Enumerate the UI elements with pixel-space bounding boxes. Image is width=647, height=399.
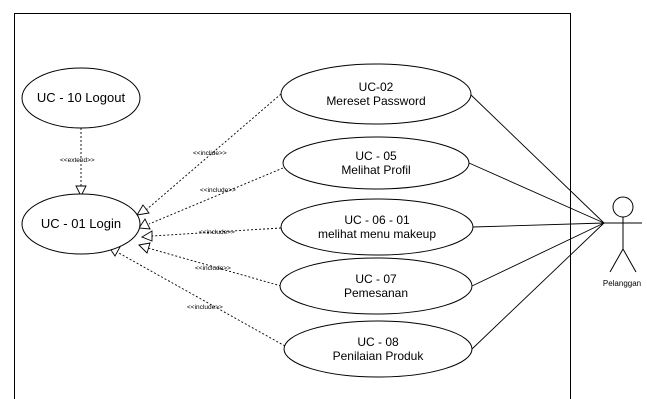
use-case-login[interactable] [21, 193, 141, 255]
include-label-uc02: <<inclide>> [193, 150, 227, 157]
use-case-uc05[interactable] [282, 136, 470, 190]
use-case-uc0601[interactable] [280, 198, 474, 256]
use-case-uc07-title: Pemesanan [344, 286, 408, 300]
actor-label: Pelanggan [603, 279, 641, 288]
assoc-line-uc05 [468, 162, 605, 224]
include-label-uc07: <<include>> [195, 265, 231, 272]
assoc-line-uc02 [469, 93, 605, 224]
use-case-uc0601-code: UC - 06 - 01 [344, 213, 410, 227]
actor-head-icon [612, 196, 634, 218]
include-label-uc08: <<include>> [187, 304, 223, 311]
use-case-uc08-title: Penilaian Produk [333, 349, 425, 363]
include-label-uc0601: <<include>> [199, 229, 235, 236]
assoc-line-uc07 [471, 222, 605, 287]
use-case-uc08[interactable] [283, 320, 473, 378]
use-case-uc05-title: Melihat Profil [341, 163, 410, 177]
system-boundary [14, 13, 571, 399]
include-arrowhead-uc0601 [140, 230, 153, 242]
include-line-uc02 [145, 93, 282, 211]
extend-label: <<extend>> [60, 157, 95, 164]
use-case-uc0601-title: melihat menu makeup [318, 227, 436, 241]
include-line-uc07 [147, 247, 282, 287]
actor-left-leg [609, 248, 624, 273]
use-case-uc07[interactable] [279, 257, 473, 315]
use-case-logout-label: UC - 10 Logout [37, 90, 126, 105]
assoc-line-uc08 [471, 222, 605, 350]
use-case-uc02-title: Mereset Password [326, 94, 425, 108]
include-label-uc05: <<include>> [200, 187, 236, 194]
use-case-uc02[interactable] [280, 63, 472, 125]
include-arrowhead-uc07 [138, 242, 151, 254]
use-case-logout[interactable] [21, 67, 141, 129]
use-case-login-label: UC - 01 Login [41, 216, 121, 231]
include-line-uc0601 [151, 227, 282, 237]
use-case-uc07-code: UC - 07 [355, 272, 397, 286]
include-arrowhead-uc02 [136, 204, 150, 216]
extend-arrowhead [75, 185, 87, 198]
assoc-line-uc0601 [472, 222, 605, 228]
use-case-uc05-code: UC - 05 [355, 149, 397, 163]
actor-pelanggan[interactable] [604, 196, 642, 273]
include-line-uc08 [116, 251, 286, 347]
actor-right-leg [622, 248, 637, 273]
use-case-uc02-code: UC-02 [359, 80, 394, 94]
include-line-uc05 [148, 167, 284, 225]
use-case-uc08-code: UC - 08 [357, 335, 399, 349]
include-arrowhead-uc05 [138, 218, 151, 230]
